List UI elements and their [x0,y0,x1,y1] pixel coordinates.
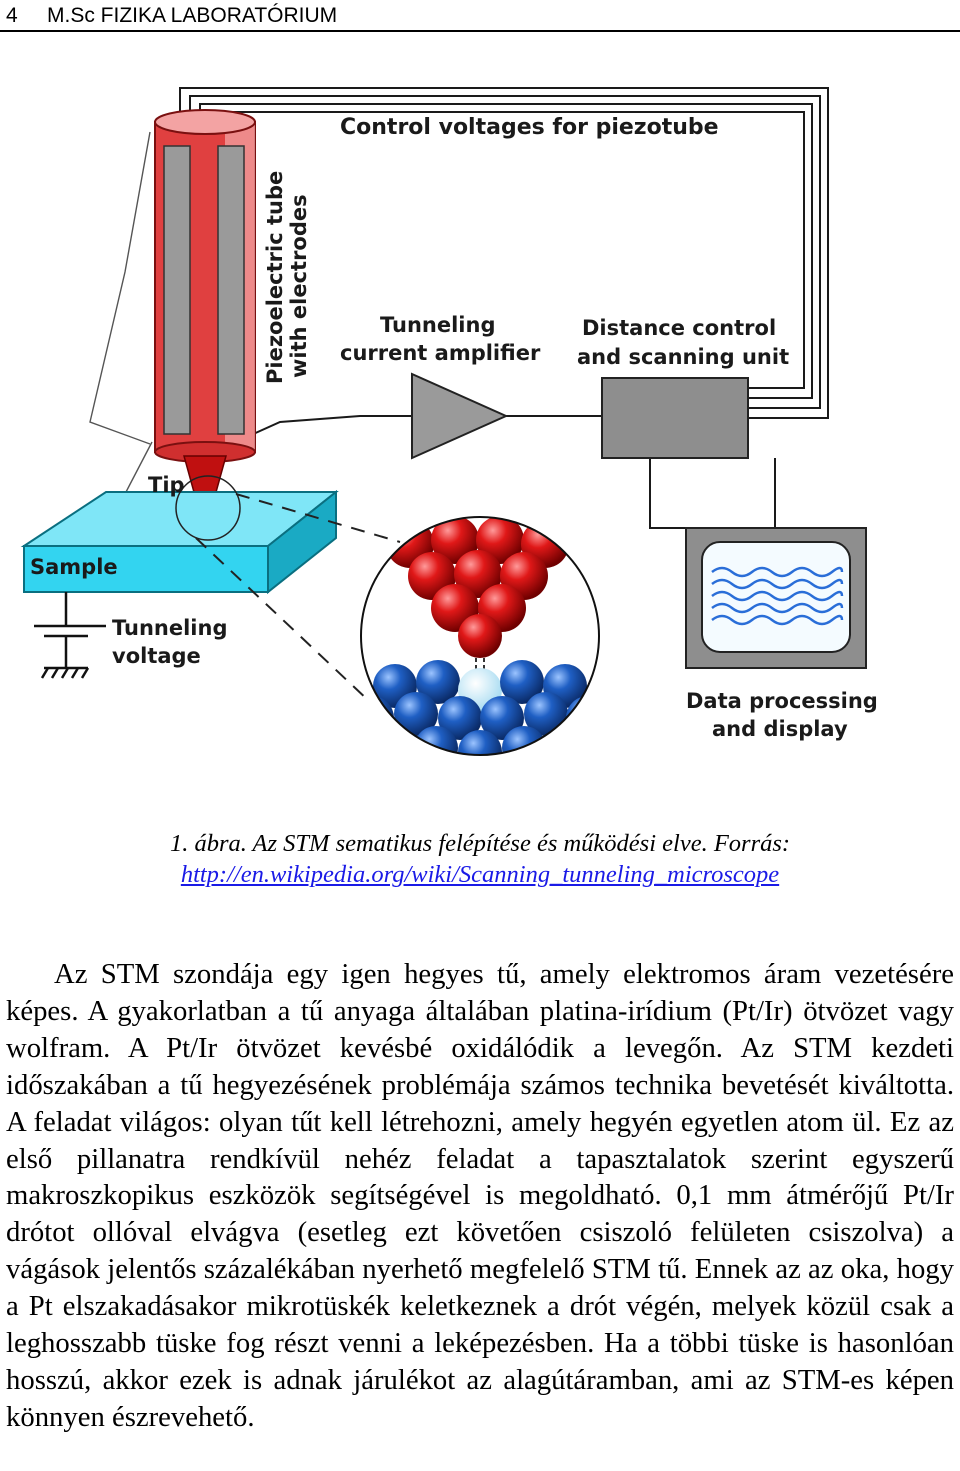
data-processing-label-line1: Data processing [686,689,878,713]
page-number: 4 [6,4,18,27]
screen-waves [711,566,844,626]
display-monitor [685,527,867,669]
voltage-label-line1: Tunneling [112,616,228,640]
body-text: Az STM szondája egy igen hegyes tű, amel… [6,956,954,1436]
ground-symbol [34,592,106,679]
tip-label: Tip [148,473,185,497]
zoom-dashed-lines [195,493,401,703]
amplifier-triangle [411,372,509,460]
tip-focus-circle [175,475,241,541]
distance-control-box [601,377,749,459]
running-title: M.Sc FIZIKA LABORATÓRIUM [47,4,338,27]
sample-atoms [361,660,599,755]
caption-text: 1. ábra. Az STM sematikus felépítése és … [169,830,791,857]
piezo-label-line1: Piezoelectric tube [263,171,287,384]
atomic-zoom [360,516,600,756]
distance-control-label-line1: Distance control [582,316,776,340]
sample-label: Sample [30,555,118,579]
page-header: 4 M.Sc FIZIKA LABORATÓRIUM [0,0,960,32]
piezo-tube [154,109,256,535]
stm-figure: Piezoelectric tube with electrodes Contr… [0,62,960,782]
control-voltages-label: Control voltages for piezotube [340,115,719,140]
amplifier-label-line2: current amplifier [340,341,541,365]
tip-atoms [386,517,569,658]
piezo-label: Piezoelectric tube with electrodes [263,171,311,384]
amplifier-label-line1: Tunneling [380,313,496,337]
perspective-lines [89,131,153,543]
piezo-label-line2: with electrodes [287,194,311,378]
voltage-label-line2: voltage [112,644,201,668]
source-link[interactable]: http://en.wikipedia.org/wiki/Scanning_tu… [180,861,780,888]
sample-block [20,489,339,595]
paragraph: Az STM szondája egy igen hegyes tű, amel… [6,958,954,1433]
figure-caption: 1. ábra. Az STM sematikus felépítése és … [0,828,960,890]
data-processing-label-line2: and display [712,717,848,741]
stm-diagram: Piezoelectric tube with electrodes Contr… [20,87,878,756]
distance-control-label-line2: and scanning unit [577,345,789,369]
